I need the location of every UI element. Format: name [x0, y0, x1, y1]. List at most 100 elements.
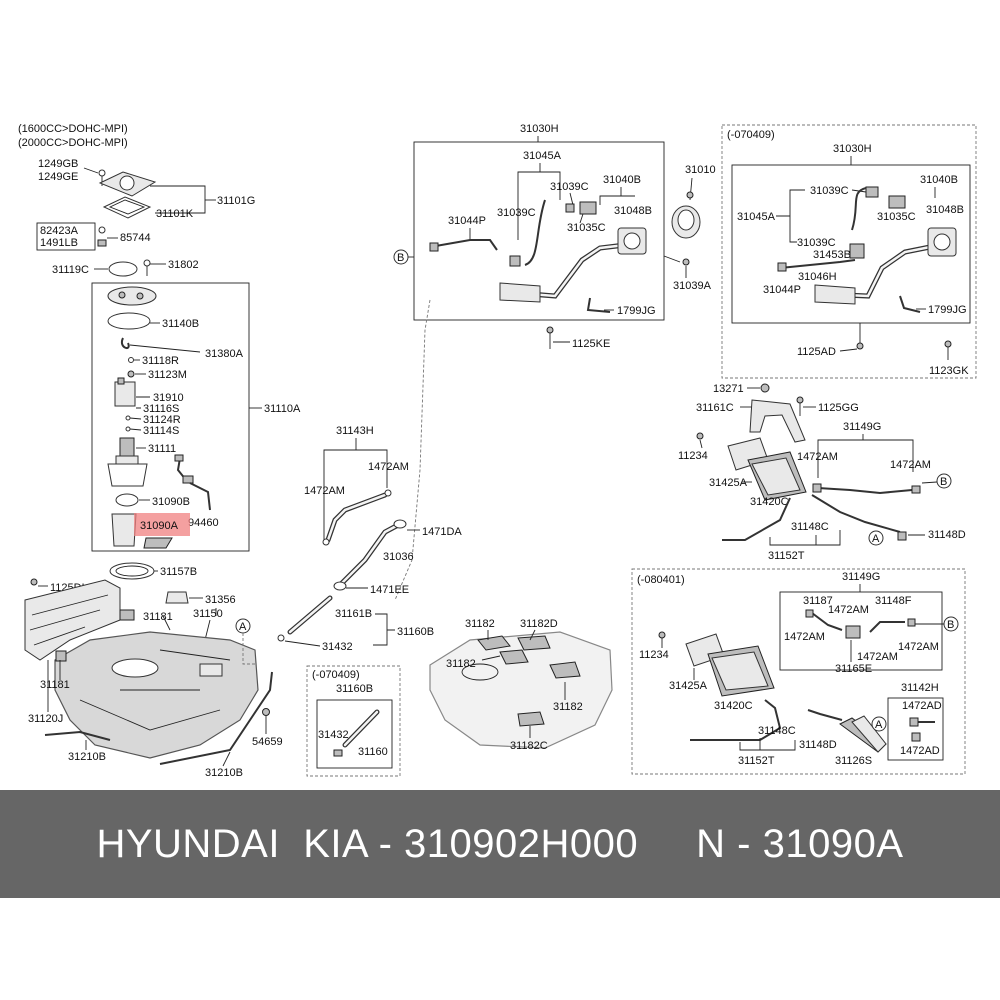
label-31048B-right: 31048B: [926, 204, 964, 216]
section-label-080401: (-080401): [637, 574, 685, 586]
label-1472AM-b: 1472AM: [368, 461, 409, 473]
filler-neck-right-icon: [777, 187, 957, 305]
label-31039A: 31039A: [673, 280, 712, 292]
label-31148C: 31148C: [791, 521, 829, 533]
label-31035C-right: 31035C: [877, 211, 916, 223]
label-31124R: 31124R: [143, 414, 181, 426]
label-1471DA: 1471DA: [422, 526, 462, 538]
label-31148F: 31148F: [875, 595, 912, 607]
label-1472AM-d4: 1472AM: [857, 651, 898, 663]
callout-b-lower: B: [943, 616, 959, 632]
fuel-reservoir-cup-icon: [111, 513, 173, 549]
label-31802: 31802: [168, 259, 199, 271]
label-1472AM-c2: 1472AM: [890, 459, 931, 471]
fuel-filter-icon: [114, 377, 136, 407]
label-31160B-small: 31160B: [336, 683, 373, 695]
label-31040B-right: 31040B: [920, 174, 958, 186]
label-31140B: 31140B: [162, 318, 199, 330]
engine-variant-1600cc: (1600CC>DOHC-MPI): [18, 123, 128, 135]
label-1125GG: 1125GG: [818, 402, 859, 414]
label-31045A-right: 31045A: [737, 211, 776, 223]
label-1472AD-a: 1472AD: [902, 700, 942, 712]
label-31432-small: 31432: [318, 729, 349, 741]
fuel-system-parts-diagram: (1600CC>DOHC-MPI) (2000CC>DOHC-MPI) 1249…: [18, 123, 977, 779]
label-1472AD-b: 1472AD: [900, 745, 940, 757]
label-31910: 31910: [153, 392, 184, 404]
callout-b-canister: B: [936, 473, 952, 489]
label-1799JG: 1799JG: [617, 305, 656, 317]
label-31045A: 31045A: [523, 150, 562, 162]
label-31181-upper: 31181: [143, 611, 173, 623]
callout-b-center: B: [393, 249, 409, 265]
label-31044P: 31044P: [448, 215, 486, 227]
label-31110A: 31110A: [264, 403, 301, 415]
pump-seal-ring-icon: [107, 312, 151, 330]
label-31148D: 31148D: [928, 529, 966, 541]
label-31150: 31150: [193, 608, 223, 620]
label-13271: 13271: [713, 383, 744, 395]
bracket-31356-icon: [165, 591, 189, 604]
pump-oring-icon: [108, 261, 138, 277]
label-31143H: 31143H: [336, 425, 374, 437]
label-31152T: 31152T: [768, 550, 805, 562]
label-31182D: 31182D: [520, 618, 558, 630]
label-31157B: 31157B: [160, 566, 197, 578]
label-31425A-lower: 31425A: [669, 680, 708, 692]
check-valve-tube-icon: [277, 595, 333, 642]
tank-lock-ring-icon: [109, 562, 155, 580]
label-31148C-lower: 31148C: [758, 725, 796, 737]
pump-module-frame: [91, 282, 250, 552]
bolt-31802-icon: [143, 259, 151, 276]
callout-a-left: A: [235, 618, 251, 634]
label-31039C-right-b: 31039C: [797, 237, 836, 249]
filler-hose-icon: [322, 489, 392, 546]
canister-icon: [727, 437, 807, 501]
label-31039C-b: 31039C: [497, 207, 536, 219]
label-31046H: 31046H: [798, 271, 837, 283]
label-1125KE: 1125KE: [572, 338, 610, 350]
label-31111: 31111: [148, 443, 176, 455]
label-31181-lower: 31181: [40, 679, 70, 691]
part-number-banner: HYUNDAI KIA - 310902H000 N - 31090A: [0, 790, 1000, 898]
label-31148D-lower: 31148D: [799, 739, 837, 751]
label-54659: 54659: [252, 736, 283, 748]
section-070409-frame: [721, 124, 977, 379]
level-sender-seal-icon: [115, 493, 139, 507]
label-31010: 31010: [685, 164, 716, 176]
label-31182C: 31182C: [510, 740, 548, 752]
label-31149G-lower: 31149G: [842, 571, 880, 583]
filter-31126s-icon: [839, 715, 887, 753]
label-1125AD: 1125AD: [797, 346, 836, 358]
label-31035C: 31035C: [567, 222, 606, 234]
label-31090A: 31090A: [140, 520, 179, 532]
label-1799JG-right: 1799JG: [928, 304, 967, 316]
filler-neck-frame: [413, 141, 665, 321]
label-31114S: 31114S: [143, 425, 179, 437]
label-31039C-right-a: 31039C: [810, 185, 849, 197]
check-valve-small-icon: [333, 709, 380, 757]
label-1472AM-a: 1472AM: [304, 485, 345, 497]
filler-neck-pipe-icon: [499, 199, 647, 303]
label-31210B-left: 31210B: [68, 751, 106, 763]
highlight-31090A: [134, 513, 190, 536]
label-31420C: 31420C: [750, 496, 789, 508]
label-1123GK: 1123GK: [929, 365, 969, 377]
label-11234: 11234: [678, 450, 708, 462]
pump-cover-plate-icon: [98, 171, 157, 197]
hose-31142h-icon: [909, 717, 935, 742]
label-31160-small: 31160: [358, 746, 388, 758]
label-1471EE: 1471EE: [370, 584, 409, 596]
svg-text:B: B: [940, 476, 947, 488]
callout-a-lower: A: [871, 716, 887, 732]
tank-strap-left: [44, 730, 111, 741]
label-31210B-right: 31210B: [205, 767, 243, 779]
label-31101G: 31101G: [217, 195, 255, 207]
svg-text:A: A: [239, 621, 247, 633]
label-11234-lower: 11234: [639, 649, 669, 661]
label-31160B: 31160B: [397, 626, 434, 638]
label-1491LB: 1491LB: [40, 237, 78, 249]
label-1472AM-d3: 1472AM: [898, 641, 939, 653]
svg-text:A: A: [872, 533, 880, 545]
canister-lower-icon: [685, 633, 775, 697]
label-31149G: 31149G: [843, 421, 881, 433]
